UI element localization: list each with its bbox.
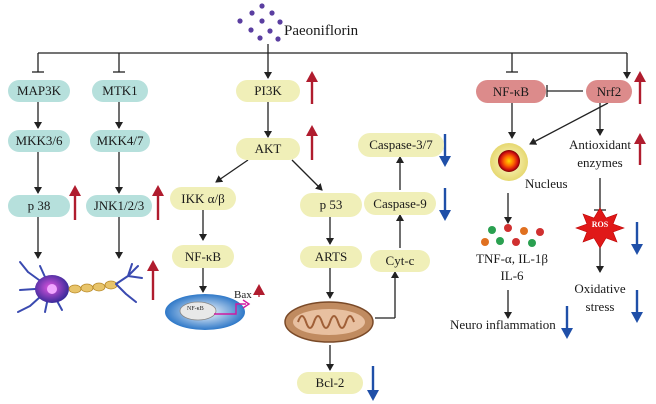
- antioxidant-line1: Antioxidant: [568, 137, 632, 152]
- cytokines-line1: TNF-α, IL-1β: [476, 251, 548, 266]
- neuro-inflammation-label: Neuro inflammation: [450, 317, 556, 332]
- node-p53: p 53: [300, 193, 362, 217]
- ros-label: ROS: [591, 220, 609, 229]
- node-arts: ARTS: [300, 246, 362, 268]
- oxidative-line1: Oxidative: [574, 281, 626, 296]
- nucleus-label: Nucleus: [525, 176, 568, 191]
- ros-starburst-icon: [575, 207, 625, 249]
- nucleus-icon: [490, 143, 528, 181]
- dna-cell-icon: [165, 294, 251, 330]
- node-mtk1: MTK1: [92, 80, 148, 102]
- node-caspase9: Caspase-9: [364, 192, 436, 215]
- cytokine-particles-icon: [481, 224, 544, 247]
- node-nfkb-right: NF-κB: [476, 80, 546, 103]
- node-bcl2: Bcl-2: [297, 372, 363, 394]
- node-mkk47: MKK4/7: [90, 130, 150, 152]
- node-akt: AKT: [236, 138, 300, 160]
- node-pi3k: PI3K: [236, 80, 300, 102]
- dna-nfkb-label: NF-κB: [187, 306, 204, 312]
- node-mkk36: MKK3/6: [8, 130, 70, 152]
- node-map3k: MAP3K: [8, 80, 70, 102]
- node-nrf2: Nrf2: [586, 80, 632, 103]
- cytokines-line2: IL-6: [500, 268, 524, 283]
- node-nfkb-left: NF-κB: [172, 245, 234, 268]
- bax-label: Bax: [234, 289, 252, 301]
- paeoniflorin-label: Paeoniflorin: [284, 23, 359, 39]
- node-ikk: IKK α/β: [170, 187, 236, 210]
- node-jnk: JNK1/2/3: [86, 195, 152, 217]
- neuron-icon: [17, 261, 143, 313]
- node-p38: p 38: [8, 195, 70, 217]
- node-cytc: Cyt-c: [370, 250, 430, 272]
- paeoniflorin-molecules-icon: [237, 3, 283, 42]
- antioxidant-line2: enzymes: [577, 155, 623, 170]
- node-caspase37: Caspase-3/7: [358, 133, 444, 157]
- mitochondrion-icon: [284, 301, 374, 343]
- oxidative-line2: stress: [585, 299, 615, 314]
